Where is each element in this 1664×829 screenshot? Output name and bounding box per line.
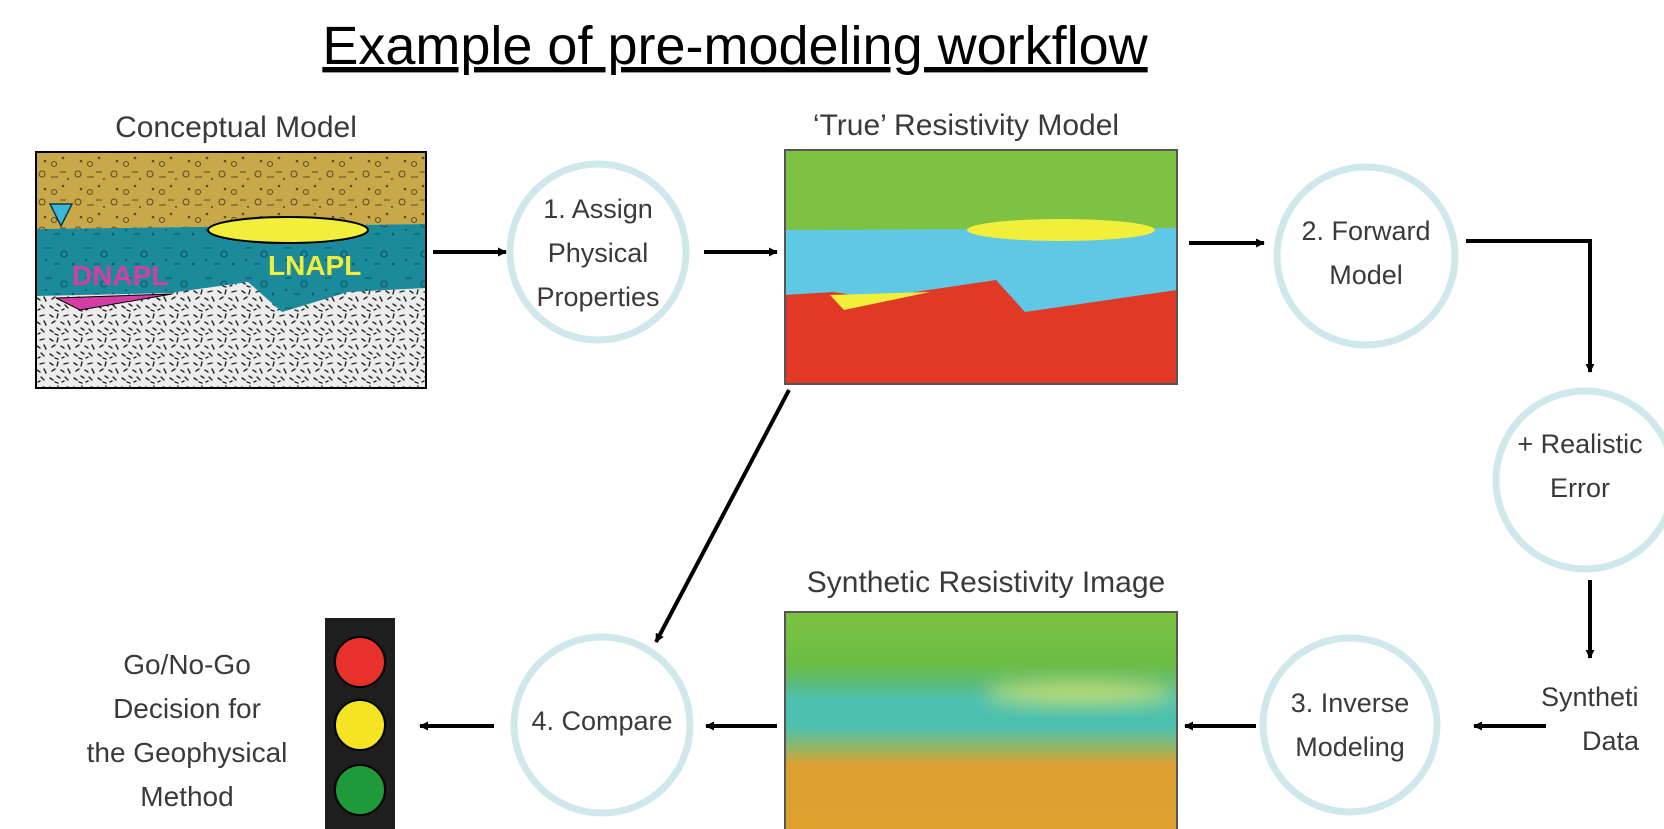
true-model-top-layer xyxy=(785,150,1177,230)
decision-line4: Method xyxy=(140,781,233,812)
true-model-title: ‘True’ Resistivity Model xyxy=(813,109,1119,142)
decision-line2: Decision for xyxy=(113,693,261,724)
flow-arrows xyxy=(419,238,1595,731)
synthetic-image-title: Synthetic Resistivity Image xyxy=(807,566,1165,599)
conceptual-model-border xyxy=(35,151,427,389)
step-error-line1: + Realistic xyxy=(1517,429,1642,459)
step-compare-line1: 4. Compare xyxy=(531,706,672,736)
step-error: + Realistic Error xyxy=(1492,387,1664,573)
step-inverse-line2: Modeling xyxy=(1295,732,1405,762)
step-assign-circle xyxy=(506,160,690,344)
synthetic-data-line1: Syntheti xyxy=(1541,682,1639,712)
conceptual-model-title: Conceptual Model xyxy=(115,111,357,144)
step-assign-line3: Properties xyxy=(536,282,659,312)
arrow-true-model-to-compare xyxy=(654,389,791,643)
step-assign-line1: 1. Assign xyxy=(543,194,653,224)
step-error-circle xyxy=(1492,387,1664,573)
traffic-light-yellow xyxy=(334,699,386,751)
step-compare-circle xyxy=(510,633,694,817)
step-forward-circle xyxy=(1273,163,1459,349)
step-forward-line2: Model xyxy=(1329,260,1403,290)
step-error-line2: Error xyxy=(1550,473,1610,503)
arrow-forward-to-error xyxy=(1466,239,1595,373)
conceptual-model-panel: Conceptual Model DNAPL LNAPL xyxy=(35,111,427,389)
decision-line1: Go/No-Go xyxy=(123,649,251,680)
true-model-border xyxy=(784,149,1178,385)
step-inverse-line1: 3. Inverse xyxy=(1291,688,1410,718)
traffic-light-red xyxy=(334,636,386,688)
synthetic-data-line2: Data xyxy=(1582,726,1640,756)
traffic-light-icon xyxy=(325,618,395,829)
step-inverse-circle xyxy=(1259,634,1441,816)
step-compare: 4. Compare xyxy=(510,633,694,817)
step-forward: 2. Forward Model xyxy=(1273,163,1459,349)
synthetic-image-fill xyxy=(785,612,1177,829)
synthetic-image-lnapl-blur xyxy=(984,681,1176,705)
sand-layer xyxy=(36,152,426,229)
decision-line3: the Geophysical xyxy=(87,737,288,768)
step-inverse: 3. Inverse Modeling xyxy=(1259,634,1441,816)
lnapl-lens xyxy=(207,216,369,244)
traffic-light-green xyxy=(334,764,386,816)
saturated-layer xyxy=(36,224,426,312)
synthetic-data: Syntheti Data xyxy=(1541,682,1640,756)
step-assign-line2: Physical xyxy=(548,238,649,268)
synthetic-resistivity-image-panel: Synthetic Resistivity Image xyxy=(784,566,1178,829)
step-assign: 1. Assign Physical Properties xyxy=(506,160,690,344)
dnapl-pool xyxy=(55,293,173,311)
dnapl-label: DNAPL xyxy=(72,260,168,291)
true-model-dnapl xyxy=(830,292,930,310)
decision-text: Go/No-Go Decision for the Geophysical Me… xyxy=(87,649,288,812)
true-resistivity-model-panel: ‘True’ Resistivity Model xyxy=(784,109,1178,385)
true-model-lnapl xyxy=(967,219,1155,241)
step-forward-line1: 2. Forward xyxy=(1301,216,1430,246)
synthetic-image-border xyxy=(784,611,1178,829)
lnapl-label: LNAPL xyxy=(268,250,361,281)
page-title: Example of pre-modeling workflow xyxy=(322,16,1148,76)
water-table-triangle-icon xyxy=(48,203,74,228)
